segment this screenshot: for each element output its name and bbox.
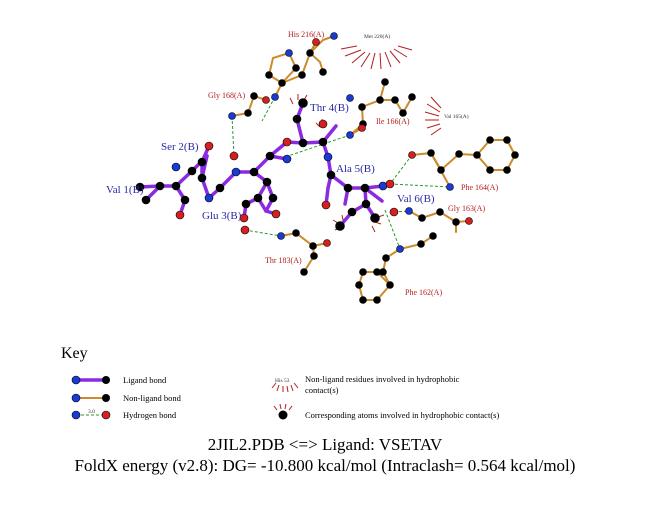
key-hydrophobic-residues-line1: Non-ligand residues involved in hydropho… bbox=[305, 374, 460, 384]
key-hydrogen-bond-label: Hydrogen bond bbox=[123, 410, 177, 420]
key-hydrophobic-residues-line2: contact(s) bbox=[305, 385, 339, 395]
key: Key Ligand bond Non-ligand bond 3.0 Hydr… bbox=[61, 345, 499, 420]
residue-carbons bbox=[244, 49, 519, 304]
label-ala5: Ala 5(B) bbox=[336, 163, 375, 175]
atoms bbox=[135, 32, 519, 304]
ligand-labels: Val 1(B) Ser 2(B) Glu 3(B) Thr 4(B) Ala … bbox=[106, 102, 435, 222]
label-ile166: Ile 166(A) bbox=[376, 117, 410, 126]
residue-labels: His 216(A) Gly 168(A) Ile 166(A) Phe 164… bbox=[208, 30, 498, 297]
label-thr4: Thr 4(B) bbox=[310, 102, 349, 114]
key-ligand-bond-label: Ligand bond bbox=[123, 375, 167, 385]
label-val6: Val 6(B) bbox=[397, 193, 435, 205]
key-hydrophobic-atoms-label: Corresponding atoms involved in hydropho… bbox=[305, 410, 499, 420]
oxygens bbox=[175, 38, 473, 247]
ligand-carbons bbox=[135, 98, 380, 231]
key-hbond-length: 3.0 bbox=[88, 409, 95, 415]
val165-arc bbox=[424, 96, 442, 136]
hydrophobic-arcs bbox=[289, 45, 442, 233]
label-ser2: Ser 2(B) bbox=[161, 141, 199, 153]
label-glu3: Glu 3(B) bbox=[202, 210, 242, 222]
label-met220: Met 220(A) bbox=[364, 33, 390, 40]
footer-line2: FoldX energy (v2.8): DG= -10.800 kcal/mo… bbox=[75, 456, 576, 475]
nitrogens bbox=[171, 32, 454, 253]
label-phe162: Phe 162(A) bbox=[405, 288, 442, 297]
met220-arc bbox=[340, 45, 413, 70]
key-hydrophobic-atom: Corresponding atoms involved in hydropho… bbox=[273, 403, 499, 420]
key-hydrophobic-residue: His 53 Non-ligand residues involved in h… bbox=[271, 374, 460, 395]
label-gly168: Gly 168(A) bbox=[208, 91, 245, 100]
label-his216: His 216(A) bbox=[288, 30, 325, 39]
label-gly163: Gly 163(A) bbox=[448, 204, 485, 213]
label-val1: Val 1(B) bbox=[106, 184, 144, 196]
label-thr183: Thr 183(A) bbox=[265, 256, 302, 265]
key-ligand-bond: Ligand bond bbox=[71, 375, 167, 385]
key-nonligand-bond: Non-ligand bond bbox=[71, 393, 182, 403]
label-phe164: Phe 164(A) bbox=[461, 183, 498, 192]
hydrogen-bonds bbox=[231, 96, 451, 250]
key-nonligand-bond-label: Non-ligand bond bbox=[123, 393, 182, 403]
key-title: Key bbox=[61, 345, 88, 362]
key-hydrogen-bond: 3.0 Hydrogen bond bbox=[71, 409, 177, 420]
footer-line1: 2JIL2.PDB <=> Ligand: VSETAV bbox=[208, 435, 443, 454]
label-val165: Val 165(A) bbox=[444, 113, 469, 120]
key-his-example: His 53 bbox=[275, 378, 290, 384]
